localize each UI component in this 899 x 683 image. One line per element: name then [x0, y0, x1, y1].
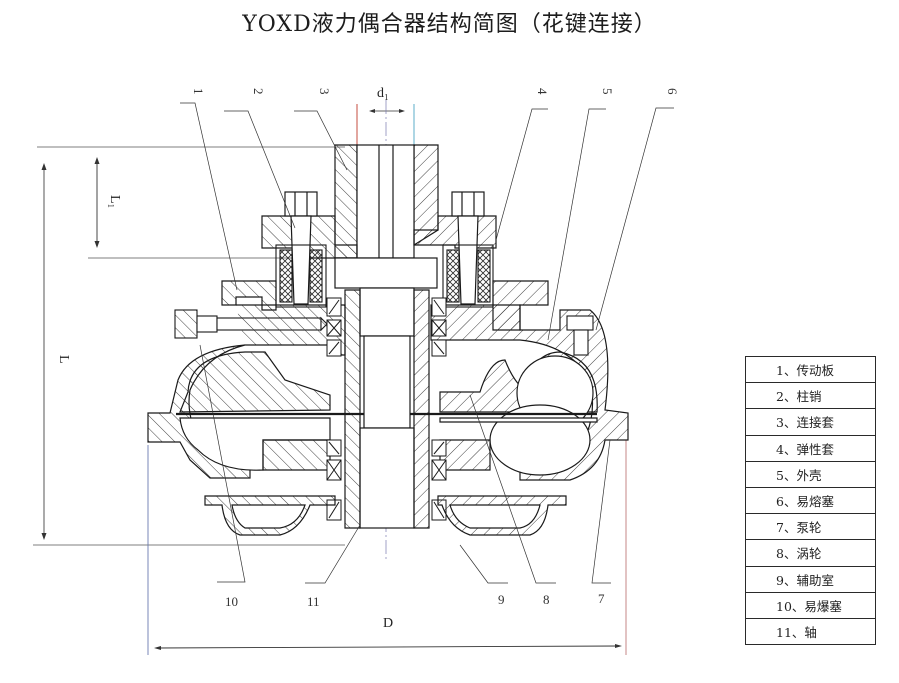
legend-row: 1、传动板 — [745, 355, 876, 384]
legend-item-outer-shell: 5、外壳 — [745, 460, 876, 488]
dimension-d1: d₁ — [356, 86, 415, 145]
legend-item-fusible-plug: 6、易熔塞 — [745, 486, 876, 515]
legend-row: 8、涡轮 — [745, 539, 876, 567]
legend-item-elastic-sleeve: 4、弹性套 — [745, 434, 876, 462]
diagram-title: YOXD液力偶合器结构简图（花键连接） — [242, 12, 657, 37]
callout-11: 11 — [307, 594, 320, 609]
legend-row: 11、轴 — [745, 617, 876, 646]
dimension-L1: L₁ — [88, 157, 300, 259]
elastic-sleeve-right — [442, 244, 494, 308]
elastic-sleeve-left — [275, 244, 327, 308]
legend-item-auxiliary-chamber: 9、辅助室 — [745, 565, 876, 593]
legend-row: 9、辅助室 — [745, 565, 876, 593]
legend-item-explosion-plug: 10、易爆塞 — [745, 591, 876, 619]
callout-9: 9 — [498, 592, 505, 607]
legend-item-pump-wheel: 7、泵轮 — [745, 513, 876, 541]
fusible-plug — [566, 315, 594, 356]
auxiliary-chamber — [204, 495, 567, 536]
pin-left — [284, 191, 318, 305]
callout-1: 1 — [191, 88, 206, 95]
shaft — [334, 257, 438, 529]
callout-2: 2 — [251, 88, 266, 95]
callout-10: 10 — [225, 594, 238, 609]
callout-6: 6 — [665, 88, 680, 95]
legend-row: 2、柱销 — [745, 382, 876, 410]
dimension-L-label: L — [56, 355, 71, 364]
dimension-d1-label: d₁ — [377, 86, 389, 101]
legend-item-pin: 2、柱销 — [745, 382, 876, 410]
callout-4: 4 — [535, 88, 550, 95]
callout-7: 7 — [598, 591, 605, 606]
legend-row: 3、连接套 — [745, 408, 876, 436]
pin-right — [451, 191, 485, 305]
dimension-L: L — [33, 146, 345, 546]
legend-row: 5、外壳 — [745, 460, 876, 488]
dimension-D: D — [147, 440, 627, 655]
legend-row: 10、易爆塞 — [745, 591, 876, 619]
legend-row: 6、易熔塞 — [745, 486, 876, 515]
legend-row: 7、泵轮 — [745, 513, 876, 541]
bearings — [326, 297, 447, 521]
callout-5: 5 — [600, 88, 615, 95]
legend-item-connecting-sleeve: 3、连接套 — [745, 408, 876, 436]
dimension-L1-label: L₁ — [107, 195, 122, 208]
dimension-D-label: D — [383, 616, 393, 631]
legend-item-turbine: 8、涡轮 — [745, 539, 876, 567]
callout-3: 3 — [317, 88, 332, 95]
legend-item-shaft: 11、轴 — [745, 617, 876, 646]
leader-lines — [180, 102, 674, 584]
callout-8: 8 — [543, 592, 550, 607]
turbine-wheel — [439, 351, 598, 476]
legend-item-drive-plate: 1、传动板 — [745, 355, 876, 384]
parts-legend: 1、传动板 2、柱销 3、连接套 4、弹性套 5、外壳 6、易熔塞 7、泵轮 8… — [745, 355, 876, 646]
pump-wheel — [179, 351, 331, 471]
legend-row: 4、弹性套 — [745, 434, 876, 462]
